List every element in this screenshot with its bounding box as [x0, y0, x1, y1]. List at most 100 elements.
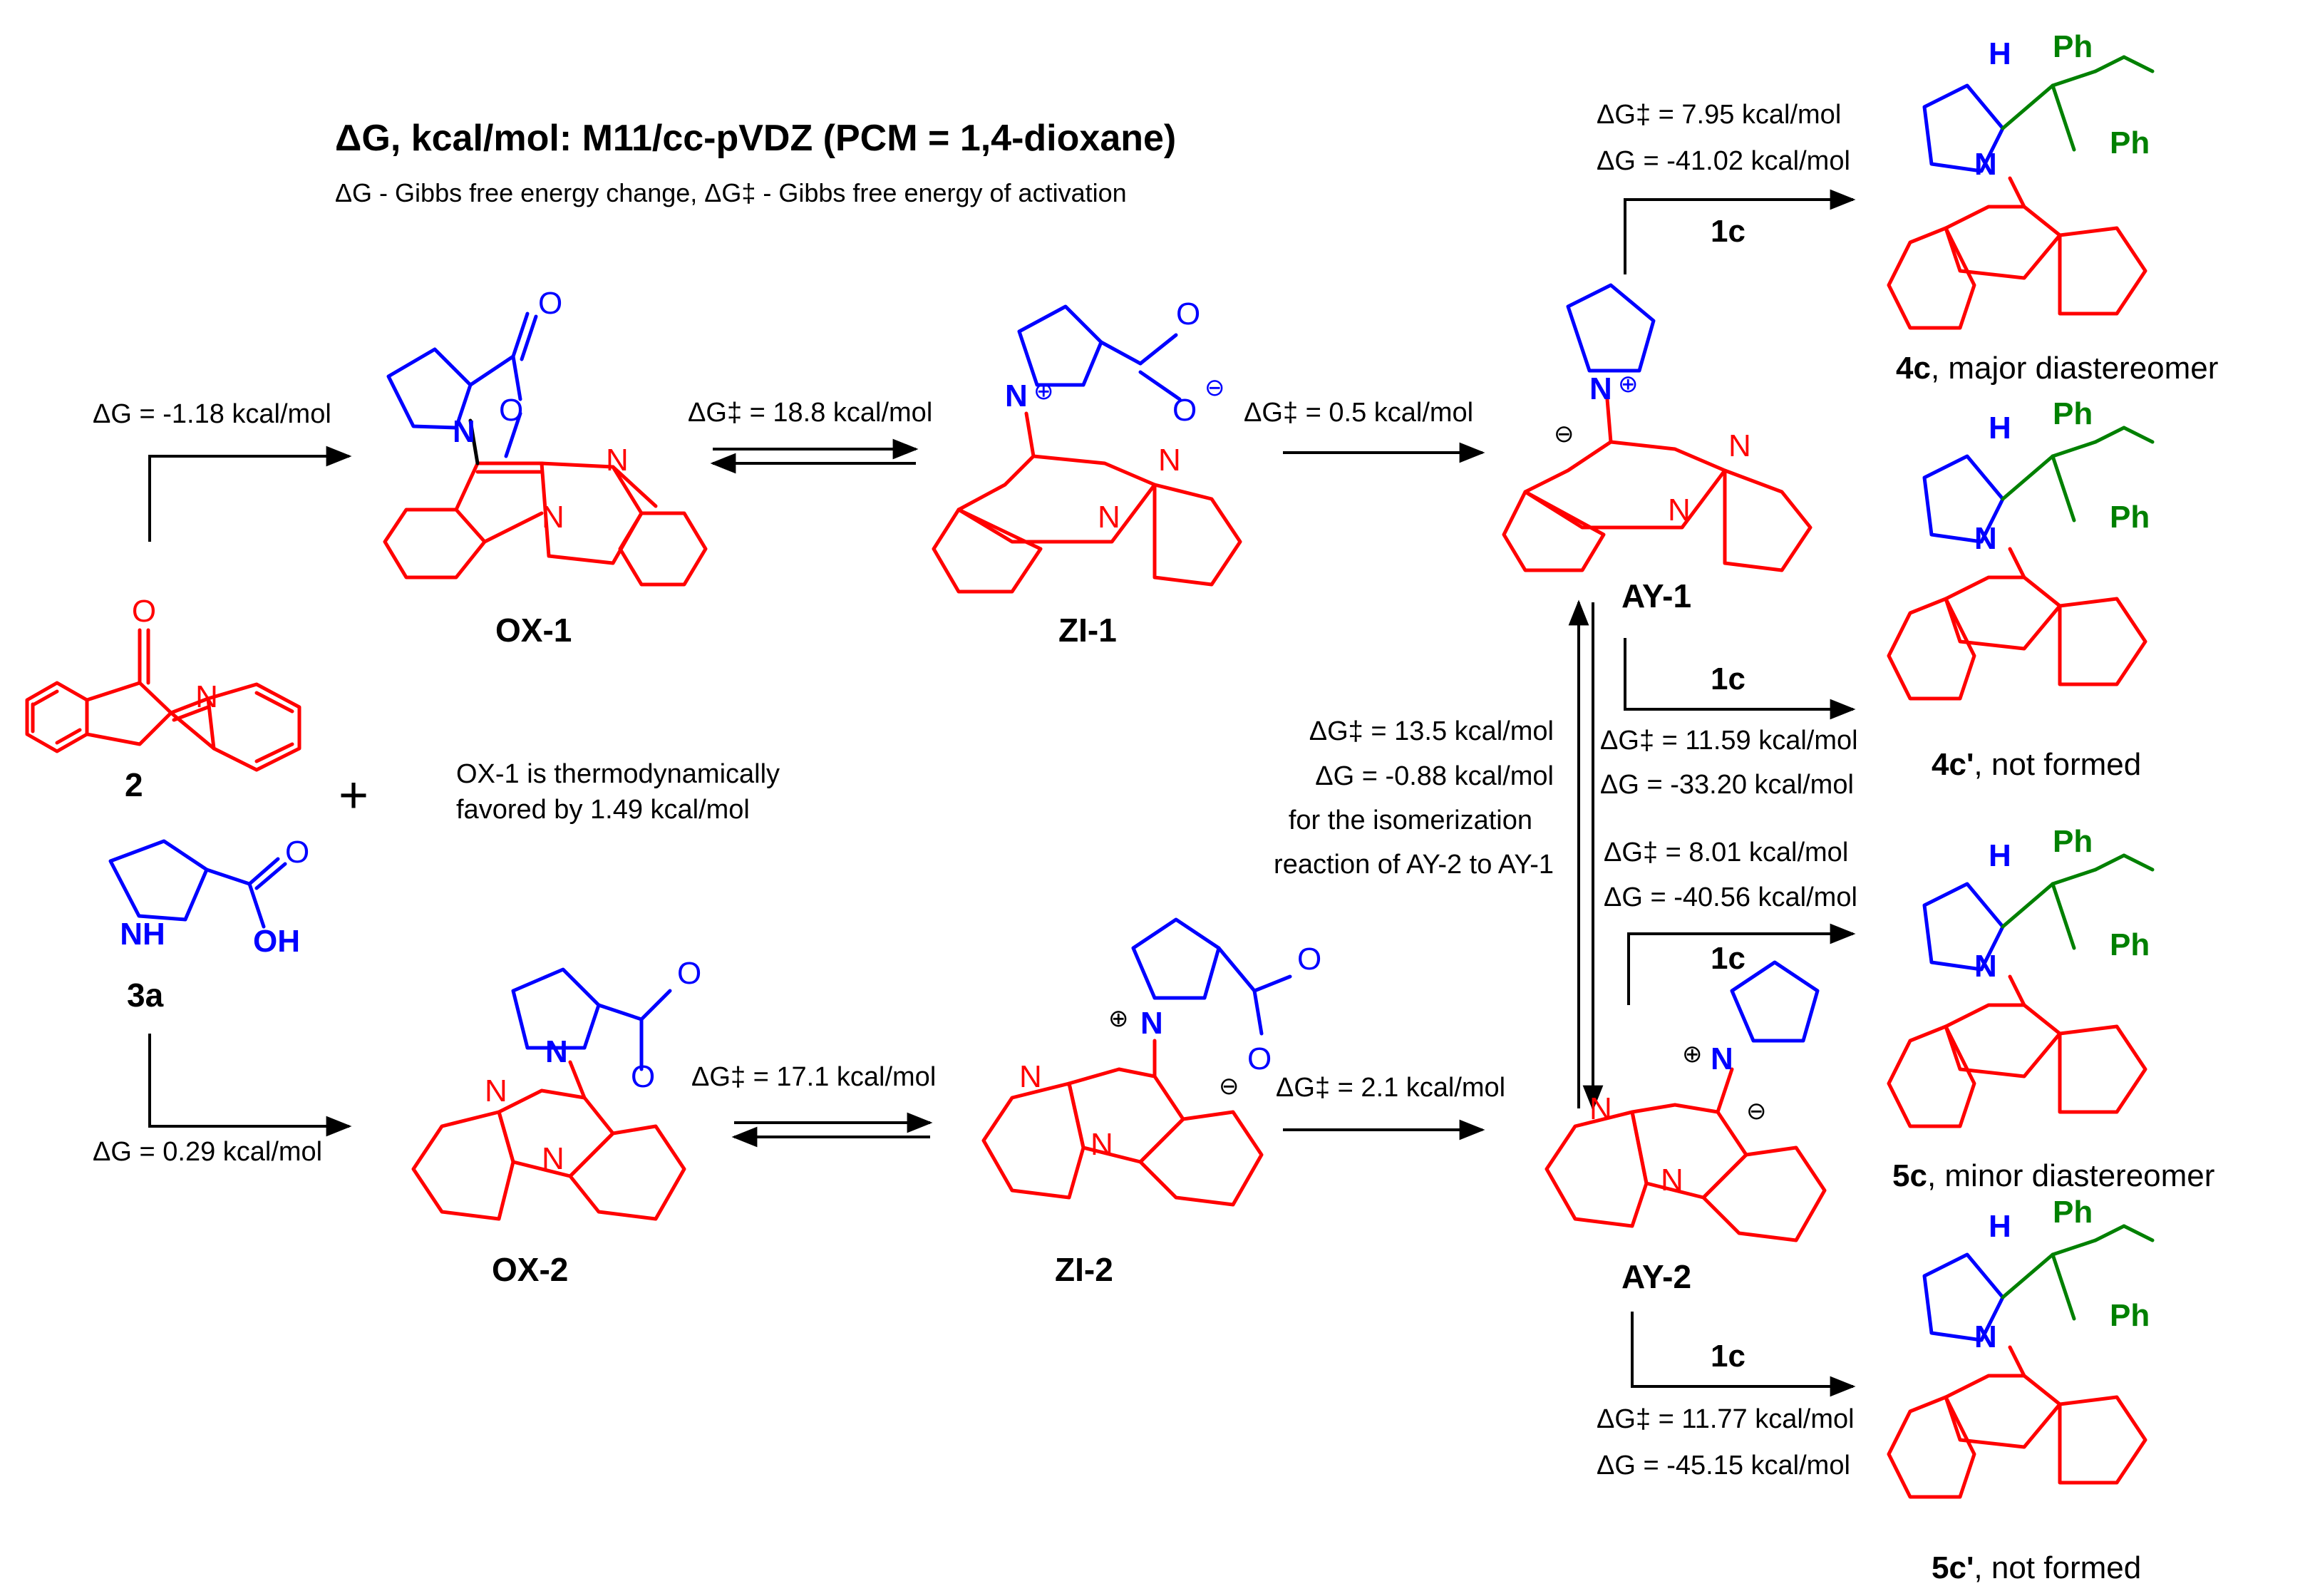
structure-4c: [1887, 55, 2155, 330]
compound-label-zi1: ZI-1: [1058, 612, 1117, 649]
reagent-label-5cp: 1c: [1711, 1339, 1745, 1374]
svg-text:O: O: [677, 956, 701, 991]
svg-text:⊕: ⊕: [1108, 1005, 1129, 1032]
scheme-subtitle: ΔG - Gibbs free energy change, ΔG‡ - Gib…: [335, 178, 1127, 207]
energy-to-ox2: ΔG = 0.29 kcal/mol: [93, 1137, 323, 1167]
compound-label-ox2: OX-2: [492, 1251, 569, 1288]
svg-text:Ph: Ph: [2110, 500, 2150, 535]
structure-ay1: N ⊕ ⊖ N N: [1502, 283, 1812, 572]
svg-text:⊕: ⊕: [1618, 371, 1639, 398]
equilibrium-ox2-zi2: [731, 1112, 933, 1148]
svg-text:N: N: [1098, 500, 1120, 535]
svg-text:Ph: Ph: [2053, 824, 2093, 859]
arrow-ay1-to-4cp: [1624, 638, 1856, 720]
svg-text:H: H: [1989, 838, 2011, 873]
svg-text:O: O: [631, 1059, 655, 1094]
svg-text:N: N: [1974, 949, 1997, 984]
isomerization-arrows: [1568, 599, 1604, 1111]
product-caption-5cp: 5c', not formed: [1932, 1550, 2142, 1585]
arrow-ay2-to-5cp: [1631, 1312, 1856, 1397]
svg-text:Ph: Ph: [2110, 927, 2150, 962]
energy-to-ox1: ΔG = -1.18 kcal/mol: [93, 399, 331, 429]
energy-5c-act: ΔG‡ = 8.01 kcal/mol: [1604, 838, 1849, 867]
svg-text:Ph: Ph: [2053, 1195, 2093, 1230]
structure-5cp: [1887, 1224, 2155, 1499]
energy-5cp-dg: ΔG = -45.15 kcal/mol: [1597, 1451, 1850, 1481]
reagent-label-4c: 1c: [1711, 214, 1745, 249]
structure-4cp: [1887, 426, 2155, 701]
energy-zi2-ay2: ΔG‡ = 2.1 kcal/mol: [1276, 1073, 1506, 1103]
svg-text:N: N: [1019, 1059, 1042, 1094]
svg-text:N: N: [1140, 1006, 1163, 1041]
svg-text:N: N: [1974, 1319, 1997, 1354]
structure-5c: [1887, 853, 2155, 1128]
note-iso-dg: ΔG = -0.88 kcal/mol: [1315, 761, 1554, 791]
product-caption-4cp: 4c', not formed: [1932, 747, 2142, 782]
svg-text:O: O: [1172, 393, 1197, 428]
svg-text:O: O: [1297, 942, 1321, 977]
svg-text:N: N: [485, 1074, 507, 1108]
svg-text:N: N: [1589, 1091, 1612, 1126]
svg-text:⊖: ⊖: [1554, 421, 1574, 448]
structure-ay2: N ⊕ ⊖ N N: [1545, 960, 1827, 1242]
product-caption-5c: 5c, minor diastereomer: [1892, 1158, 2215, 1193]
compound-label-ay2: AY-2: [1621, 1258, 1692, 1295]
svg-text:Ph: Ph: [2110, 1298, 2150, 1333]
atom-o: O: [132, 594, 156, 629]
structure-ox2: O O N N N: [411, 956, 701, 1221]
compound-label-3a: 3a: [127, 977, 164, 1014]
structure-zi2: O O ⊖ N ⊕ N N: [981, 917, 1321, 1207]
atom-oh: OH: [253, 924, 300, 959]
svg-text:O: O: [1247, 1041, 1272, 1076]
svg-text:H: H: [1989, 411, 2011, 446]
svg-text:N: N: [453, 414, 475, 449]
svg-text:H: H: [1989, 36, 2011, 71]
svg-text:N: N: [1974, 521, 1997, 556]
svg-text:H: H: [1989, 1209, 2011, 1244]
svg-text:N: N: [1711, 1041, 1733, 1076]
energy-ox1-zi1: ΔG‡ = 18.8 kcal/mol: [688, 398, 933, 428]
energy-4cp-act: ΔG‡ = 11.59 kcal/mol: [1600, 726, 1858, 756]
arrow-ay1-to-4c: [1624, 189, 1856, 274]
reagent-label-4cp: 1c: [1711, 661, 1745, 696]
energy-5c-dg: ΔG = -40.56 kcal/mol: [1604, 882, 1857, 912]
svg-text:N: N: [542, 500, 564, 535]
svg-text:N: N: [542, 1141, 564, 1176]
svg-text:⊖: ⊖: [1205, 374, 1225, 401]
energy-4cp-dg: ΔG = -33.20 kcal/mol: [1600, 770, 1854, 800]
note-iso-line2: reaction of AY-2 to AY-1: [1274, 850, 1554, 880]
svg-text:O: O: [1176, 297, 1200, 331]
arrow-ay2-to-5c: [1627, 923, 1856, 1005]
energy-ox2-zi2: ΔG‡ = 17.1 kcal/mol: [691, 1062, 937, 1092]
svg-text:⊖: ⊖: [1219, 1073, 1239, 1100]
note-thermo-line2: favored by 1.49 kcal/mol: [456, 795, 750, 825]
svg-text:O: O: [538, 286, 562, 321]
note-thermo-line1: OX-1 is thermodynamically: [456, 759, 780, 789]
compound-label-ox1: OX-1: [495, 612, 572, 649]
arrows: [148, 189, 1856, 1397]
svg-text:N: N: [1589, 371, 1612, 406]
svg-text:N: N: [606, 443, 629, 478]
energy-zi1-ay1: ΔG‡ = 0.5 kcal/mol: [1244, 398, 1474, 428]
svg-text:Ph: Ph: [2053, 396, 2093, 431]
svg-text:⊕: ⊕: [1682, 1041, 1703, 1068]
energy-5cp-act: ΔG‡ = 11.77 kcal/mol: [1597, 1404, 1855, 1434]
equilibrium-ox1-zi1: [710, 438, 919, 474]
compound-label-zi2: ZI-2: [1055, 1251, 1113, 1288]
energy-4c-act: ΔG‡ = 7.95 kcal/mol: [1597, 100, 1842, 130]
structure-3a: O NH OH: [108, 835, 309, 959]
reagent-label-5c: 1c: [1711, 941, 1745, 976]
structure-2: O N: [25, 594, 301, 772]
note-iso-line1: for the isomerization: [1288, 805, 1532, 835]
arrow-2-to-ox2: [148, 1034, 352, 1137]
energy-4c-dg: ΔG = -41.02 kcal/mol: [1597, 146, 1850, 176]
svg-text:N: N: [1728, 428, 1751, 463]
svg-text:N: N: [1158, 443, 1181, 478]
arrow-2-to-ox1: [148, 446, 352, 542]
compound-label-2: 2: [125, 766, 143, 803]
atom-n: N: [195, 679, 218, 714]
product-caption-4c: 4c, major diastereomer: [1896, 351, 2219, 386]
atom-o: O: [285, 835, 309, 870]
svg-text:N: N: [1974, 147, 1997, 182]
